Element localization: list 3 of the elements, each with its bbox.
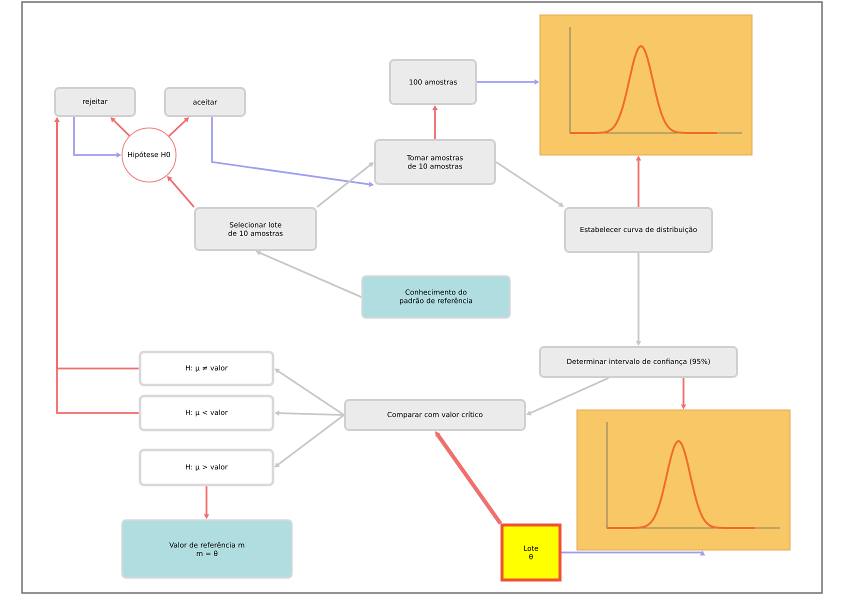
arrow: [316, 162, 374, 208]
bell-curve-chart: [540, 14, 752, 156]
bell-curve-chart: [576, 410, 790, 550]
